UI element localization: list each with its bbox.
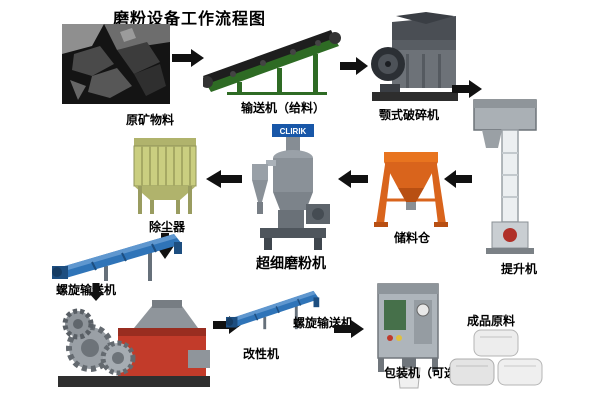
mill-brand-badge: CLIRIK xyxy=(280,127,307,136)
finished-product-label: 成品原料 xyxy=(467,314,516,328)
arrow-screw1-to-modifier-icon xyxy=(88,283,104,301)
bucket-elevator-icon xyxy=(473,99,537,254)
storage-silo-icon xyxy=(374,152,448,227)
screw-conveyor-icon xyxy=(226,290,320,330)
arrow-mill-to-dust-icon xyxy=(206,170,242,188)
feed-conveyor-label: 输送机（给料） xyxy=(241,101,326,115)
screw-conveyor-2-image xyxy=(226,286,330,330)
feed-conveyor-image xyxy=(203,26,345,96)
arrow-crusher-to-elevator-icon xyxy=(452,80,482,98)
grinding-mill-icon: CLIRIK xyxy=(252,124,330,250)
belt-conveyor-icon xyxy=(203,30,341,95)
arrow-raw-to-conveyor-icon xyxy=(172,49,204,67)
dust-collector-icon xyxy=(133,138,197,214)
grinding-mill-label: 超细磨粉机 xyxy=(256,255,326,271)
packing-machine-image xyxy=(372,282,448,390)
jaw-crusher-image xyxy=(366,12,463,104)
raw-material-image xyxy=(62,24,170,104)
finished-product-image xyxy=(448,326,546,388)
jaw-crusher-icon xyxy=(371,12,458,101)
storage-silo-label: 储料仓 xyxy=(394,231,431,245)
raw-material-label: 原矿物料 xyxy=(126,113,175,127)
screw-conveyor-icon xyxy=(52,234,182,281)
arrow-conveyor-to-crusher-icon xyxy=(340,57,368,75)
bucket-elevator-label: 提升机 xyxy=(501,262,538,276)
jaw-crusher-label: 颚式破碎机 xyxy=(379,108,440,122)
arrow-screw2-to-packing-icon xyxy=(334,320,364,338)
dust-collector-image xyxy=(128,136,204,218)
bucket-elevator-image xyxy=(468,96,548,256)
modifier-machine-label: 改性机 xyxy=(243,347,280,361)
screw-conveyor-1-image xyxy=(52,228,197,282)
arrow-silo-to-mill-icon xyxy=(338,170,368,188)
coal-rock-photo-icon xyxy=(62,24,170,104)
arrow-elevator-to-silo-icon xyxy=(444,170,472,188)
dust-collector-label: 除尘器 xyxy=(149,220,186,234)
packing-machine-label: 包装机（可选） xyxy=(384,366,469,380)
product-bags-icon xyxy=(449,329,543,386)
storage-silo-image xyxy=(372,138,450,228)
packing-machine-icon xyxy=(377,283,439,389)
gear-mill-icon xyxy=(58,300,210,387)
grinding-mill-image: CLIRIK xyxy=(248,124,338,252)
diagram-title: 磨粉设备工作流程图 xyxy=(113,11,267,28)
modifier-machine-image xyxy=(56,298,214,390)
screw-conveyor-1-label: 螺旋输送机 xyxy=(56,283,117,297)
